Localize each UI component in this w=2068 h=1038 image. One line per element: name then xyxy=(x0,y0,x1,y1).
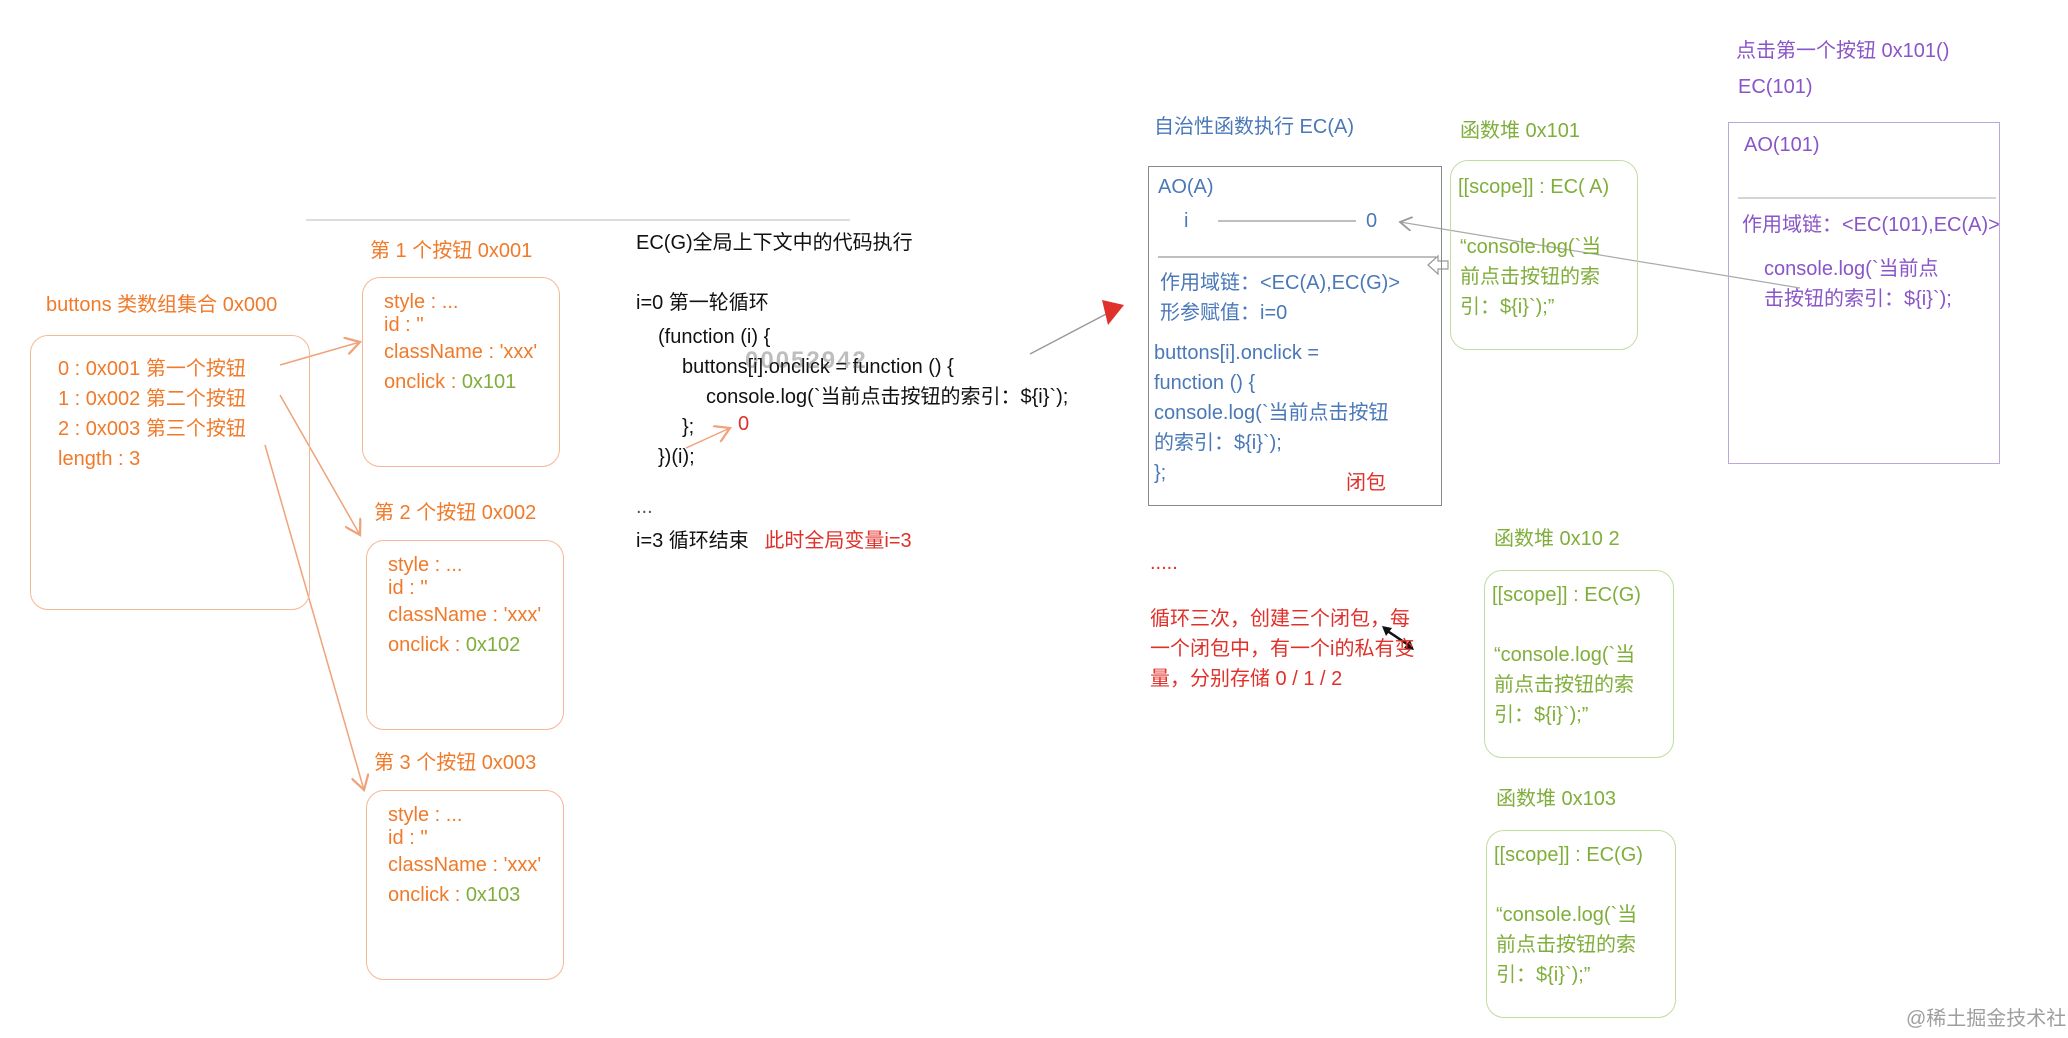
heap-1-body: “console.log(`当 前点击按钮的索 引：${i}`);” xyxy=(1460,232,1601,322)
prop-classname: className : 'xxx' xyxy=(388,854,542,876)
collection-item: 1 : 0x002 第二个按钮 xyxy=(58,388,246,410)
note-line: 循环三次，创建三个闭包，每 xyxy=(1150,608,1410,630)
button-2-box xyxy=(366,540,564,730)
code-line: }; xyxy=(682,416,695,438)
prop-onclick: onclick : 0x101 xyxy=(384,367,537,397)
button-1-props: style : ... id : '' className : 'xxx' on… xyxy=(384,287,537,397)
onclick-label: onclick : xyxy=(388,884,461,906)
code-line: 击按钮的索引：${i}`); xyxy=(1764,288,1952,310)
heap-body-line: 引：${i}`);” xyxy=(1496,964,1591,986)
code-line: console.log(`当前点击按钮的索引：${i}`); xyxy=(706,386,1069,408)
prop-onclick: onclick : 0x103 xyxy=(388,880,541,910)
prop-classname: className : 'xxx' xyxy=(384,341,538,363)
ec-101-code: console.log(`当前点 击按钮的索引：${i}`); xyxy=(1764,254,1952,314)
loop-end-note: 此时全局变量i=3 xyxy=(764,530,912,552)
ellipsis: ... xyxy=(636,496,653,518)
prop-onclick: onclick : 0x102 xyxy=(388,630,541,660)
heap-2-scope: [[scope]] : EC(G) xyxy=(1492,584,1641,606)
collection-box xyxy=(30,335,310,610)
heap-2-box xyxy=(1484,570,1674,758)
ec-a-box xyxy=(1148,166,1442,506)
ao-a-label: AO(A) xyxy=(1158,176,1214,198)
ec-101-ao: AO(101) xyxy=(1744,134,1820,156)
loop-round-label: i=0 第一轮循环 xyxy=(636,292,769,314)
ao-a-value: 0 xyxy=(1366,210,1378,232)
button-1-title: 第 1 个按钮 0x001 xyxy=(370,240,533,262)
ec-101-name: EC(101) xyxy=(1738,76,1813,98)
arrow-head-red xyxy=(1102,300,1124,325)
watermark-overlay: 00052942 xyxy=(745,347,868,374)
heap-body-line: 前点击按钮的索 xyxy=(1460,266,1600,288)
onclick-label: onclick : xyxy=(384,371,457,393)
onclick-value: 0x102 xyxy=(465,634,521,656)
heap-body-line: “console.log(`当 xyxy=(1496,904,1638,926)
heap-1-title: 函数堆 0x101 xyxy=(1460,120,1581,142)
code-line: 的索引：${i}`); xyxy=(1154,432,1282,454)
heap-body-line: “console.log(`当 xyxy=(1494,644,1636,666)
collection-item: 0 : 0x001 第一个按钮 xyxy=(58,358,246,380)
ec-a-param: 形参赋值：i=0 xyxy=(1160,302,1288,324)
global-code-block: (function (i) { buttons[i].onclick = fun… xyxy=(658,322,1068,472)
code-line: }; xyxy=(1154,462,1167,484)
prop-style: style : ... xyxy=(388,804,463,826)
heap-body-line: “console.log(`当 xyxy=(1460,236,1602,258)
ec-101-heading: 点击第一个按钮 0x101() xyxy=(1736,40,1950,62)
collection-items: 0 : 0x001 第一个按钮 1 : 0x002 第二个按钮 2 : 0x00… xyxy=(58,354,246,474)
heap-3-title: 函数堆 0x103 xyxy=(1496,788,1617,810)
heap-3-box xyxy=(1486,830,1676,1018)
onclick-value: 0x101 xyxy=(461,371,517,393)
prop-style: style : ... xyxy=(388,554,463,576)
prop-style: style : ... xyxy=(384,291,459,313)
global-code-title: EC(G)全局上下文中的代码执行 xyxy=(636,232,913,254)
code-line: console.log(`当前点 xyxy=(1764,258,1939,280)
collection-item: length : 3 xyxy=(58,448,141,470)
loop-end: i=3 循环结束 此时全局变量i=3 xyxy=(636,526,912,556)
onclick-value: 0x103 xyxy=(465,884,521,906)
site-watermark: @稀土掘金技术社区 xyxy=(1906,1008,2068,1030)
code-line: buttons[i].onclick = xyxy=(1154,342,1320,364)
code-line: function () { xyxy=(1154,372,1256,394)
ec-a-code: buttons[i].onclick = function () { conso… xyxy=(1154,338,1389,488)
heap-1-scope: [[scope]] : EC( A) xyxy=(1458,176,1610,198)
heap-2-body: “console.log(`当 前点击按钮的索 引：${i}`);” xyxy=(1494,640,1635,730)
loop-end-text: i=3 循环结束 xyxy=(636,530,749,552)
prop-classname: className : 'xxx' xyxy=(388,604,542,626)
heap-body-line: 前点击按钮的索 xyxy=(1494,674,1634,696)
heap-body-line: 引：${i}`);” xyxy=(1494,704,1589,726)
note-line: 量，分别存储 0 / 1 / 2 xyxy=(1150,668,1343,690)
heap-2-title: 函数堆 0x10 2 xyxy=(1494,528,1620,550)
closure-label: 闭包 xyxy=(1346,472,1386,494)
heap-3-body: “console.log(`当 前点击按钮的索 引：${i}`);” xyxy=(1496,900,1637,990)
button-2-title: 第 2 个按钮 0x002 xyxy=(374,502,537,524)
code-line: buttons[i].onclick = function () { xyxy=(682,356,954,378)
collection-title: buttons 类数组集合 0x000 xyxy=(46,294,278,316)
heap-1-box xyxy=(1450,160,1638,350)
code-line: (function (i) { xyxy=(658,326,771,348)
ec-a-dots: ..... xyxy=(1150,552,1178,574)
onclick-label: onclick : xyxy=(388,634,461,656)
button-3-props: style : ... id : '' className : 'xxx' on… xyxy=(388,800,541,910)
button-3-title: 第 3 个按钮 0x003 xyxy=(374,752,537,774)
button-3-box xyxy=(366,790,564,980)
heap-3-scope: [[scope]] : EC(G) xyxy=(1494,844,1643,866)
prop-id: id : '' xyxy=(384,314,424,336)
closure-note: 循环三次，创建三个闭包，每 一个闭包中，有一个i的私有变 量，分别存储 0 / … xyxy=(1150,604,1414,694)
ec-a-scope-chain: 作用域链：<EC(A),EC(G)> xyxy=(1160,272,1401,294)
ec-a-title: 自治性函数执行 EC(A) xyxy=(1154,116,1354,138)
collection-item: 2 : 0x003 第三个按钮 xyxy=(58,418,246,440)
heap-body-line: 前点击按钮的索 xyxy=(1496,934,1636,956)
prop-id: id : '' xyxy=(388,827,428,849)
ec-101-box xyxy=(1728,122,2000,464)
ec-101-scope-chain: 作用域链：<EC(101),EC(A)> xyxy=(1742,214,2000,236)
code-line: })(i); xyxy=(658,446,695,468)
prop-id: id : '' xyxy=(388,577,428,599)
ao-a-var: i xyxy=(1184,210,1189,232)
arg-value: 0 xyxy=(738,413,750,435)
code-line: console.log(`当前点击按钮 xyxy=(1154,402,1389,424)
button-2-props: style : ... id : '' className : 'xxx' on… xyxy=(388,550,541,660)
button-1-box xyxy=(362,277,560,467)
heap-body-line: 引：${i}`);” xyxy=(1460,296,1555,318)
note-line: 一个闭包中，有一个i的私有变 xyxy=(1150,638,1415,660)
